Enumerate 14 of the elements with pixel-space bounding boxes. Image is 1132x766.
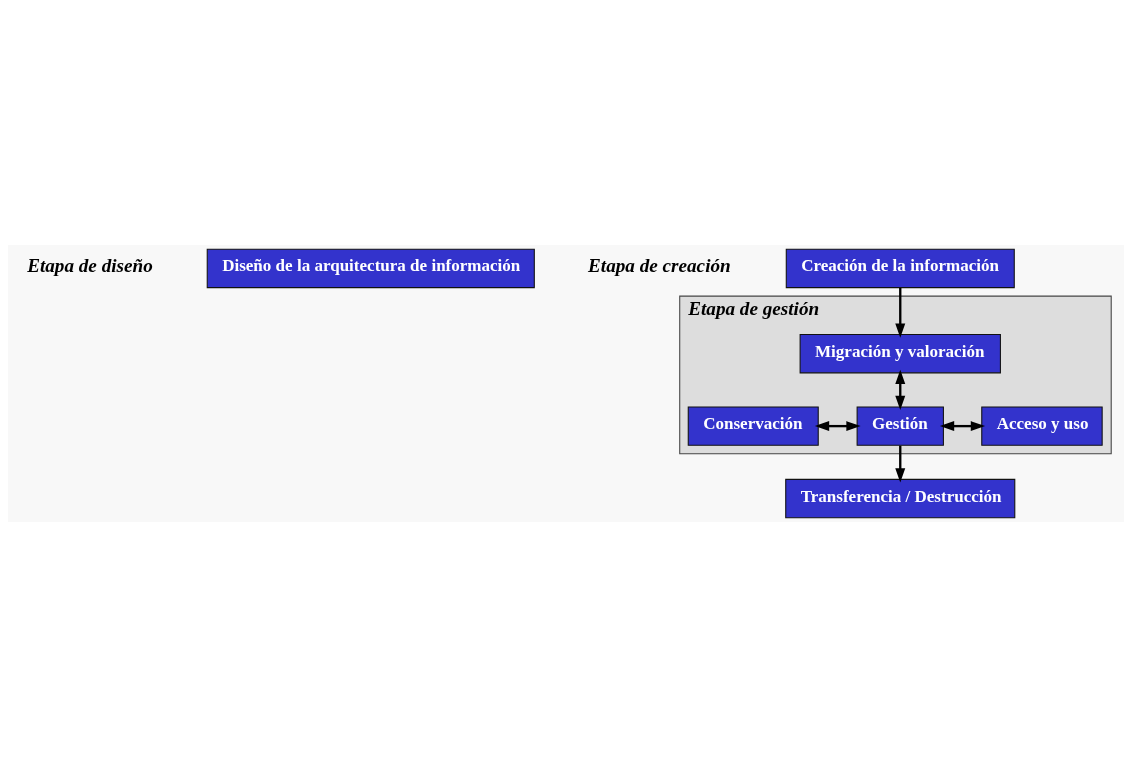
node-box: Conservación xyxy=(687,405,819,446)
arrow xyxy=(939,420,986,431)
arrow xyxy=(814,420,861,431)
node-label: Etapa de creación xyxy=(588,254,731,276)
node-box: Migración y valoración xyxy=(799,333,1001,373)
node-box: Acceso y uso xyxy=(981,405,1103,446)
arrow xyxy=(895,445,906,482)
arrow xyxy=(895,287,906,338)
node-box: Creación de la información xyxy=(785,248,1015,288)
node-box: Transferencia / Destrucción xyxy=(785,478,1016,518)
node-box: Diseño de la arquitectura de información xyxy=(206,248,535,288)
arrow xyxy=(895,369,906,410)
node-box: Gestión xyxy=(856,405,944,446)
node-label: Etapa de diseño xyxy=(27,254,153,276)
